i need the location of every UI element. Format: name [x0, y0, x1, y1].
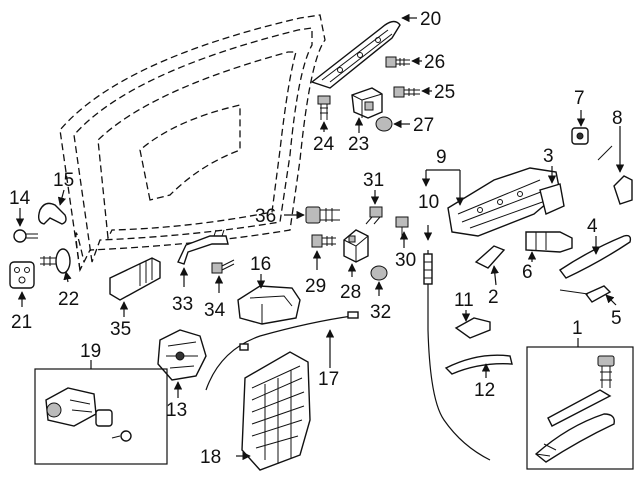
part-21-plate: 21 — [9, 261, 35, 333]
callout-15: 15 — [53, 170, 74, 191]
callout-3: 3 — [543, 146, 554, 167]
callout-1: 1 — [572, 318, 583, 339]
callout-29: 29 — [305, 276, 326, 297]
part-23-hinge-bracket: 23 — [348, 87, 383, 155]
callout-6: 6 — [522, 262, 533, 283]
part-25-screw: 25 — [393, 82, 455, 103]
part-36-stud: 36 — [255, 206, 340, 227]
part-3-cap: 3 — [539, 146, 565, 215]
part-28-hinge: 28 — [340, 229, 369, 303]
callout-20: 20 — [420, 9, 441, 30]
part-20-frame-bracket: 20 — [310, 9, 441, 89]
part-17-cable: 17 — [205, 311, 359, 391]
callout-12: 12 — [474, 380, 495, 401]
part-14-bolt: 14 — [9, 188, 38, 243]
part-27-cap: 27 — [375, 115, 434, 136]
callout-21: 21 — [11, 312, 32, 333]
callout-7: 7 — [574, 88, 585, 109]
callout-4: 4 — [587, 216, 598, 237]
part-19-actuator-box: 19 — [34, 341, 168, 465]
door-frame-outline — [59, 14, 326, 273]
callout-25: 25 — [434, 82, 455, 103]
part-12-handle-bar: 12 — [444, 354, 513, 401]
part-26-screw: 26 — [385, 52, 445, 73]
callout-30: 30 — [395, 250, 416, 271]
callout-11: 11 — [454, 290, 474, 311]
part-10-rod: 10 — [418, 192, 491, 461]
callout-13: 13 — [166, 400, 187, 421]
part-7-clip: 7 — [571, 88, 589, 145]
callout-34: 34 — [204, 300, 226, 321]
callout-35: 35 — [110, 319, 131, 340]
callout-26: 26 — [424, 52, 445, 73]
part-31-screw: 31 — [363, 170, 384, 225]
part-22-pin: 22 — [40, 248, 79, 310]
callout-2: 2 — [488, 287, 499, 308]
part-6-lock-cylinder: 6 — [522, 231, 573, 283]
part-11-bracket: 11 — [454, 290, 491, 339]
part-2-cover: 2 — [474, 245, 506, 308]
callout-5: 5 — [611, 308, 622, 329]
part-1-handle-box: 1 — [526, 318, 634, 470]
part-9-handle-carrier: 9 — [421, 147, 561, 237]
callout-14: 14 — [9, 188, 31, 209]
part-34-screw: 34 — [204, 259, 235, 321]
part-8-trim: 8 — [597, 108, 633, 205]
callout-8: 8 — [612, 108, 623, 129]
callout-24: 24 — [313, 134, 335, 155]
part-13-lock: 13 — [157, 329, 207, 421]
callout-9: 9 — [436, 147, 447, 168]
callout-36: 36 — [255, 206, 276, 227]
part-30-screw: 30 — [395, 216, 416, 271]
part-16-carrier-bracket: 16 — [237, 254, 301, 325]
callout-27: 27 — [413, 115, 434, 136]
callout-33: 33 — [172, 294, 193, 315]
callout-18: 18 — [200, 447, 221, 468]
part-32-cap: 32 — [370, 265, 391, 323]
callout-23: 23 — [348, 134, 369, 155]
part-33-handle-bracket: 33 — [172, 229, 229, 315]
callout-32: 32 — [370, 302, 391, 323]
callout-28: 28 — [340, 282, 361, 303]
part-35-inner-handle: 35 — [109, 257, 161, 340]
part-29-screw: 29 — [305, 234, 336, 297]
part-4-outer-handle: 4 — [558, 216, 632, 279]
callout-22: 22 — [58, 289, 79, 310]
callout-16: 16 — [250, 254, 271, 275]
callout-17: 17 — [318, 369, 339, 390]
part-15-bracket: 15 — [37, 170, 74, 225]
callout-19: 19 — [80, 341, 101, 362]
callout-10: 10 — [418, 192, 439, 213]
part-24-screw: 24 — [313, 95, 335, 155]
part-5-seal: 5 — [559, 285, 622, 329]
part-18-regulator-panel: 18 — [200, 351, 311, 471]
callout-31: 31 — [363, 170, 384, 191]
